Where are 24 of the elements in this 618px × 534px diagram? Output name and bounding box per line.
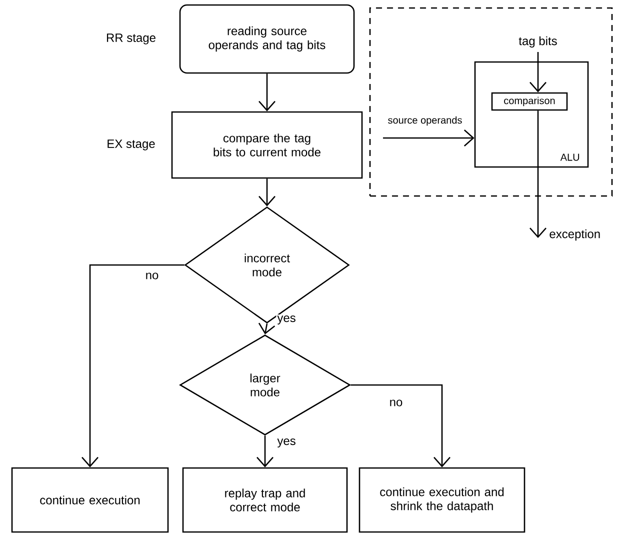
edge-label: exception <box>548 228 602 242</box>
arrow <box>383 130 474 146</box>
edge-label: tag bits <box>518 35 558 49</box>
edge-label: yes <box>276 314 297 326</box>
process-box: continue execution and shrink the datapath <box>358 467 526 533</box>
arrow <box>530 52 546 92</box>
edge-label: yes <box>276 438 297 448</box>
process-box: replay trap and correct mode <box>182 467 348 533</box>
arrow <box>258 74 276 112</box>
arrow <box>350 384 450 468</box>
process-box: reading source operands and tag bits <box>179 4 355 74</box>
edge-label: no <box>144 272 160 280</box>
arrow <box>256 436 274 468</box>
arrow <box>258 178 276 206</box>
process-box: compare the tag bits to current mode <box>171 111 363 179</box>
arrow <box>82 264 184 468</box>
edge-label: no <box>388 398 404 408</box>
dashed-frame <box>369 7 613 197</box>
arrow <box>530 110 546 238</box>
stage-label: RR stage <box>106 34 156 44</box>
edge-label: source operands <box>386 115 464 127</box>
process-box: comparison <box>491 92 568 111</box>
stage-label: EX stage <box>108 140 155 150</box>
process-box: continue execution <box>11 467 169 533</box>
